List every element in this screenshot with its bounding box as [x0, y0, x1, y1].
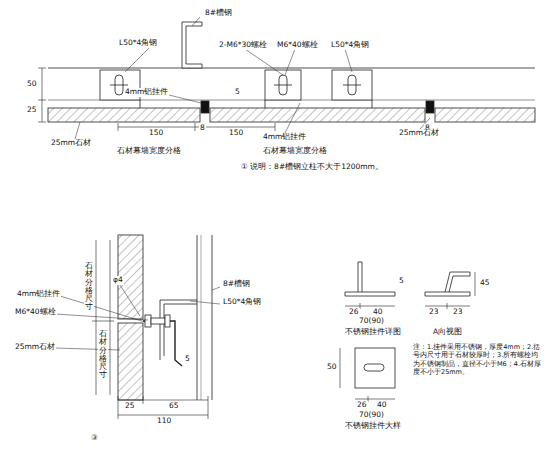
stone-panel	[210, 108, 425, 122]
annotation-label: 26	[348, 308, 360, 317]
hanger-plate	[355, 348, 395, 388]
leader-line	[55, 285, 220, 350]
annotation-label: L50*4角钢	[222, 298, 262, 307]
hanger-plate	[345, 262, 395, 296]
angle-steel	[160, 300, 197, 360]
annotation-label: A向视图	[432, 328, 463, 337]
annotation-label: 4mm铝挂件	[262, 133, 307, 142]
annotation-label: ③	[90, 434, 99, 443]
dimension-text: 石材分格尺寸	[98, 330, 108, 380]
annotation-label: 8#槽钢	[222, 280, 251, 289]
annotation-label: 石材幕墙宽度分格	[116, 147, 182, 156]
hanger-plate	[425, 272, 470, 296]
annotation-label: 石材幕墙宽度分格	[262, 147, 328, 156]
annotation-label: 25mm石材	[50, 139, 92, 148]
leader-line	[75, 17, 430, 139]
annotation-label: 25mm石材	[398, 129, 440, 138]
annotation-label: 26	[356, 401, 368, 410]
dimension-text: 石材分格尺寸	[84, 262, 94, 312]
annotation-label: 150	[148, 129, 164, 138]
channel-steel	[197, 235, 212, 400]
annotation-label: 5	[398, 277, 405, 286]
annotation-label: 2-M6*30螺栓	[218, 41, 268, 50]
channel-steel	[182, 22, 202, 68]
annotation-label: 70(90)	[358, 317, 385, 326]
annotation-label: φ4	[112, 276, 124, 285]
dimension-line	[340, 272, 475, 402]
sealant	[426, 101, 434, 113]
annotation-label: M6*40螺栓	[14, 308, 57, 317]
slot-hole	[364, 364, 384, 371]
annotation-label: 不锈钢挂件详图	[344, 328, 402, 337]
bolt	[145, 315, 170, 327]
annotation-label: 23	[428, 308, 440, 317]
annotation-label: 40	[372, 308, 384, 317]
annotation-label: 25	[124, 402, 136, 411]
dimension-line	[92, 240, 208, 419]
aluminium-hanger	[143, 321, 182, 366]
annotation-label: 150	[228, 129, 244, 138]
annotation-label: 5	[234, 88, 241, 97]
annotation-label: 8	[199, 124, 206, 133]
annotation-label: 5	[184, 355, 191, 364]
annotation-label: 70(90)	[358, 411, 385, 420]
annotation-label: 110	[156, 417, 172, 426]
stone-panel	[48, 108, 200, 122]
annotation-label: 不锈钢挂件大样	[344, 422, 402, 431]
annotation-label: 4mm铝挂件	[124, 88, 169, 97]
annotation-label: 25	[26, 106, 38, 115]
section-line	[48, 68, 535, 69]
annotation-label: 8#槽钢	[204, 9, 233, 18]
annotation-label: 45	[479, 279, 491, 288]
annotation-label: ① 说明：8#槽钢立柱不大于1200mm。	[240, 163, 384, 172]
annotation-label: L50*4角钢	[330, 41, 370, 50]
stone-panel	[118, 323, 143, 400]
annotation-label: M6*40螺栓	[276, 41, 319, 50]
stone-panel	[435, 108, 535, 122]
annotation-label: 50	[326, 363, 338, 372]
dimension-line	[38, 68, 275, 131]
annotation-label: 25mm石材	[14, 343, 56, 352]
annotation-label: 50	[26, 80, 38, 89]
annotation-label: 40	[376, 401, 388, 410]
note-text: 注：1.挂件采用不锈钢，厚度4mm；2.括号内尺寸用于石材较厚时；3.所有螺栓均…	[412, 343, 546, 377]
sealant	[201, 101, 209, 113]
annotation-label: 23	[452, 308, 464, 317]
annotation-label: 65	[168, 402, 180, 411]
annotation-label: 4mm铝挂件	[16, 290, 61, 299]
annotation-label: L50*4角钢	[118, 39, 158, 48]
bracket	[100, 70, 372, 108]
